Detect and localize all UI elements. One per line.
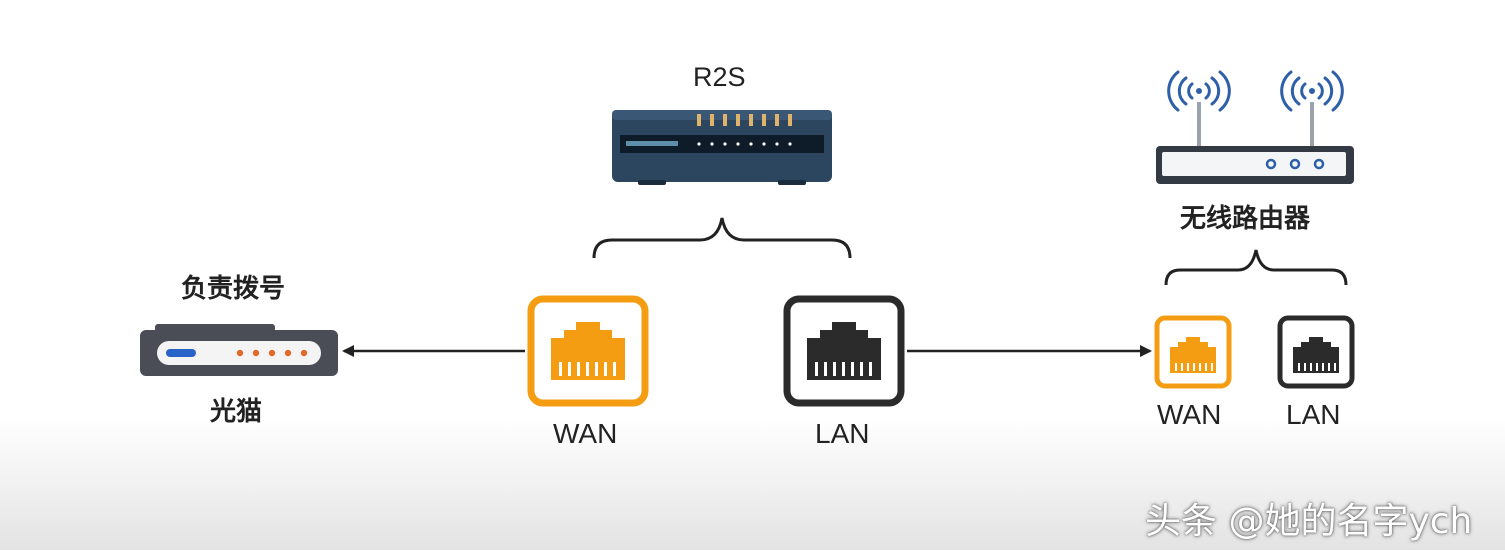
dial-label: 负责拨号 <box>181 274 286 304</box>
watermark: 头条 @她的名字ych <box>1145 501 1473 542</box>
modem-label: 光猫 <box>210 397 263 427</box>
r2s-brace <box>592 217 852 259</box>
r2s-lan-label: LAN <box>815 418 870 449</box>
router-lan-label: LAN <box>1286 399 1341 430</box>
router-brace <box>1164 249 1348 286</box>
antenna-waves-icon <box>1167 70 1344 112</box>
wifi-router-icon <box>1156 70 1354 184</box>
r2s-wan-label: WAN <box>553 418 618 449</box>
r2s-wan-port-icon <box>527 295 649 407</box>
r2s-device-icon <box>612 110 832 185</box>
wireless-router-label: 无线路由器 <box>1180 204 1311 234</box>
router-wan-label: WAN <box>1157 399 1222 430</box>
router-wan-port-icon <box>1154 315 1232 389</box>
router-lan-port-icon <box>1277 315 1355 389</box>
r2s-lan-port-icon <box>783 295 905 407</box>
modem-icon <box>140 324 338 376</box>
r2s-label: R2S <box>693 62 746 92</box>
